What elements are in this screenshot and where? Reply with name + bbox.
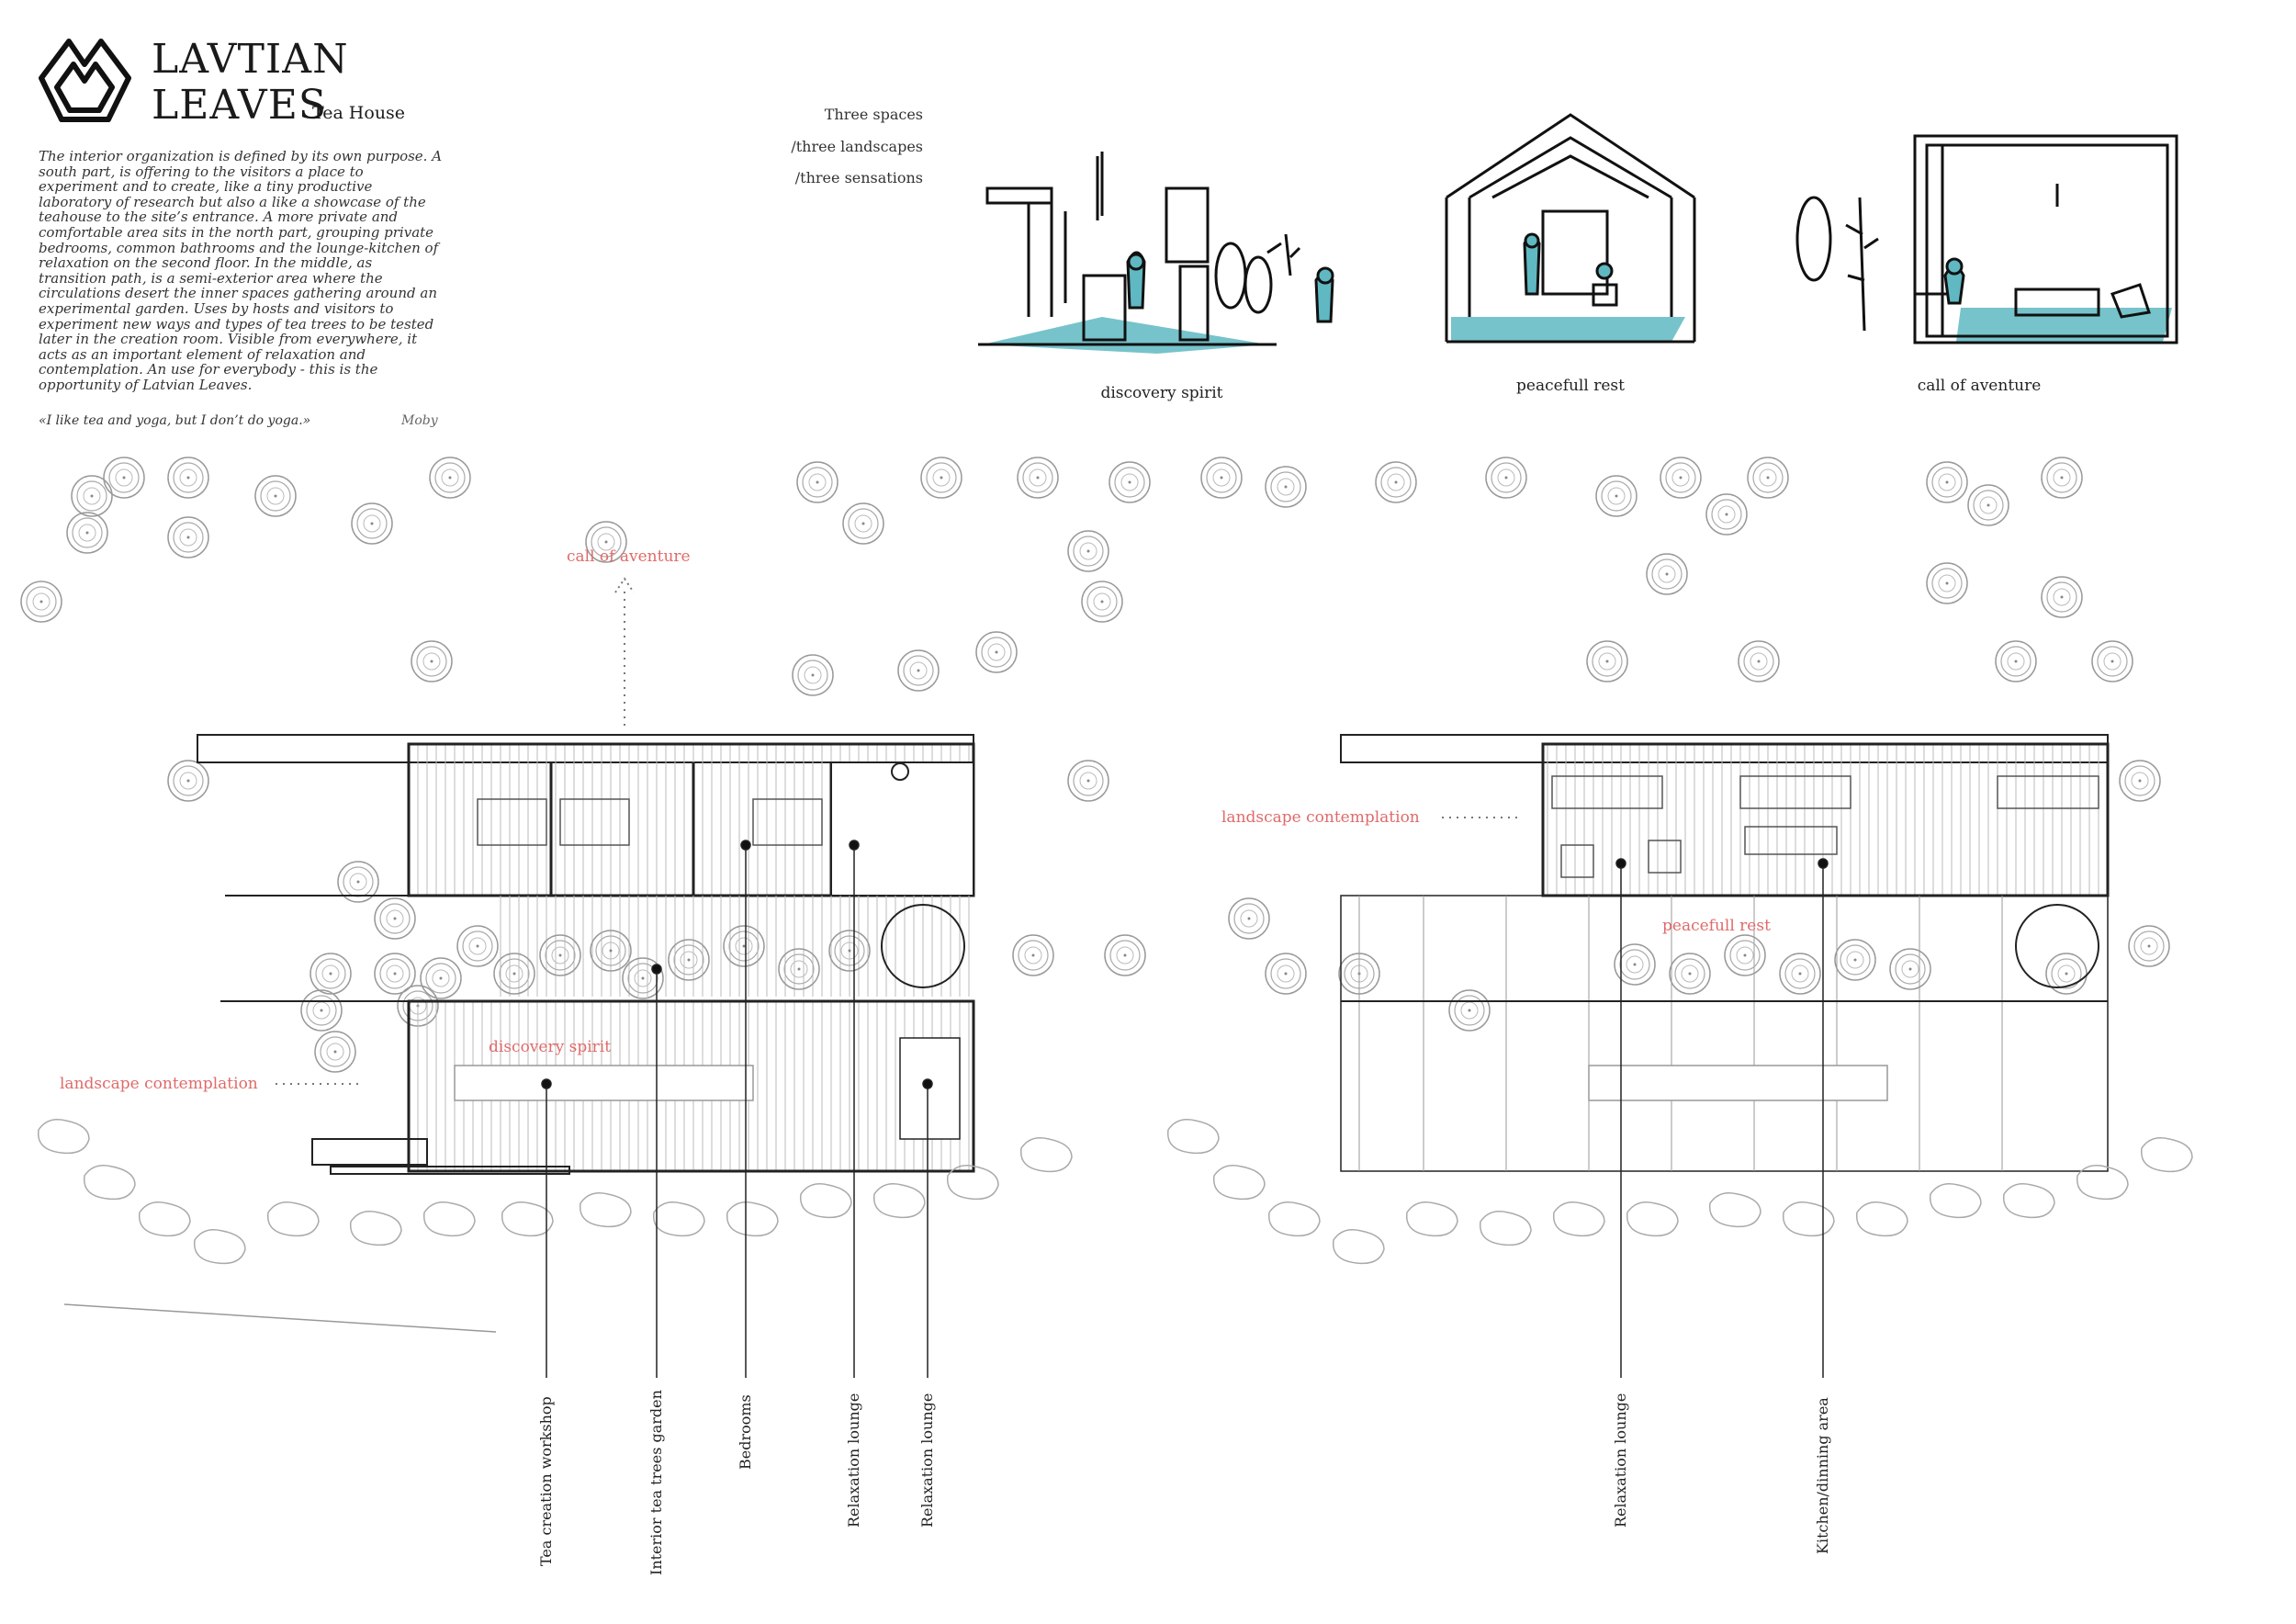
title-line-2: LEAVES bbox=[152, 82, 327, 129]
title-line-1: LAVTIAN bbox=[152, 36, 349, 83]
intro-paragraph: The interior organization is defined by … bbox=[39, 148, 443, 393]
label-relaxation-lounge-1: Relaxation lounge bbox=[845, 1393, 862, 1528]
caption-aventure: call of aventure bbox=[1917, 377, 2042, 395]
label-relaxation-lounge-right: Relaxation lounge bbox=[1612, 1393, 1629, 1528]
quote-text: «I like tea and yoga, but I don’t do yog… bbox=[39, 413, 311, 428]
sketch-discovery bbox=[978, 152, 1334, 354]
left-plan bbox=[20, 457, 1151, 1378]
spaces-heading: Three spaces /three landscapes /three se… bbox=[716, 99, 923, 195]
caption-peacefull: peacefull rest bbox=[1516, 377, 1625, 395]
label-bedrooms: Bedrooms bbox=[737, 1394, 754, 1470]
annot-call-of-aventure: call of aventure bbox=[567, 547, 691, 566]
annot-landscape-left: landscape contemplation bbox=[60, 1075, 258, 1093]
spaces-line-1: Three spaces bbox=[824, 106, 923, 123]
annot-discovery-spirit: discovery spirit bbox=[489, 1038, 612, 1056]
right-plan bbox=[1166, 457, 2193, 1378]
label-interior-tea-trees-garden: Interior tea trees garden bbox=[647, 1390, 665, 1575]
annot-peacefull-rest: peacefull rest bbox=[1662, 917, 1771, 935]
spaces-line-3: /three sensations bbox=[794, 169, 923, 186]
label-tea-creation-workshop: Tea creation workshop bbox=[537, 1396, 555, 1566]
quote-author: Moby bbox=[401, 413, 438, 428]
label-relaxation-lounge-2: Relaxation lounge bbox=[918, 1393, 936, 1528]
sketch-aventure bbox=[1795, 134, 2178, 344]
annot-landscape-right: landscape contemplation bbox=[1221, 808, 1420, 827]
logo-subtitle: Tea House bbox=[312, 103, 406, 123]
caption-discovery: discovery spirit bbox=[1100, 384, 1223, 402]
logo-title: LAVTIAN LEAVES bbox=[152, 37, 349, 129]
sketch-peacefull bbox=[1445, 113, 1696, 344]
spaces-line-2: /three landscapes bbox=[791, 137, 923, 155]
label-kitchen-dinning: Kitchen/dinning area bbox=[1814, 1397, 1831, 1554]
